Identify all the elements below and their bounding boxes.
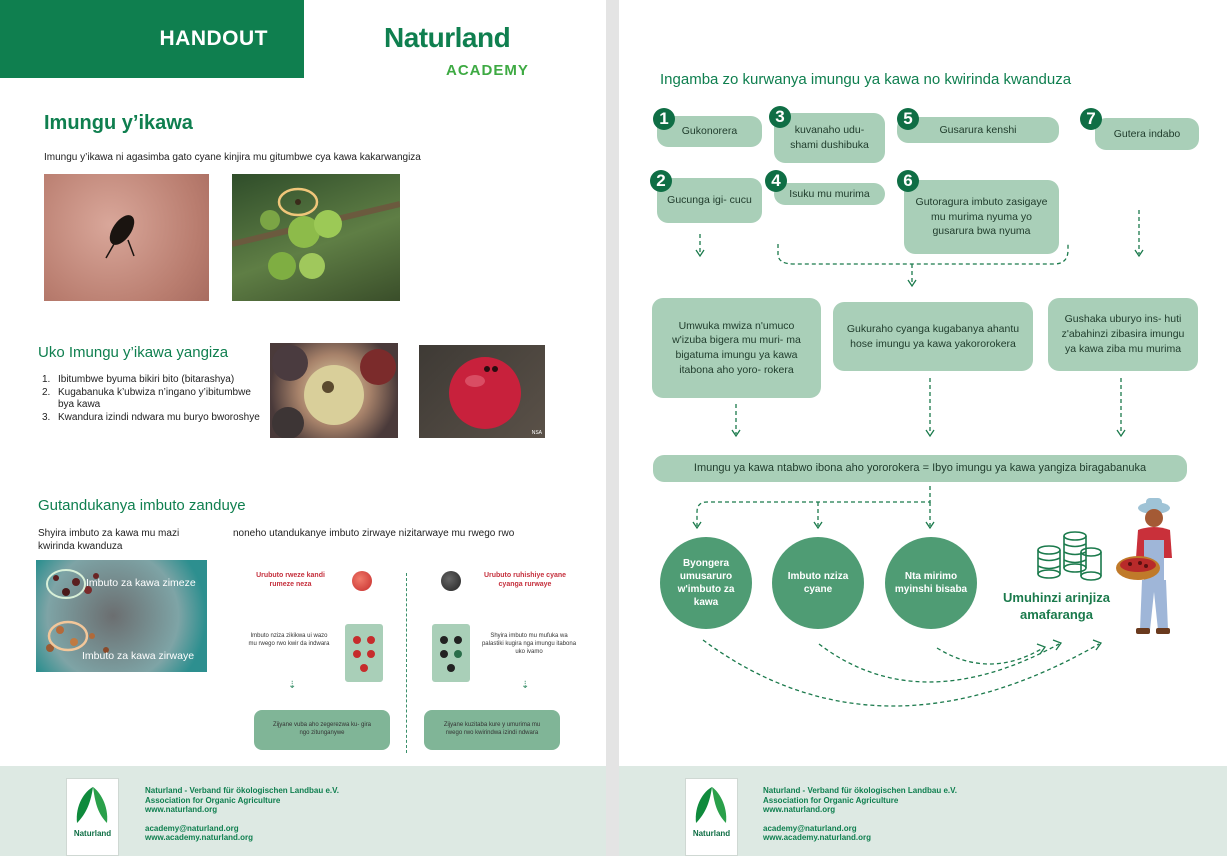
step-1-number: 1 xyxy=(653,108,675,130)
bad-cherry-description: Shyira imbuto mu mufuka wa palastiki kug… xyxy=(481,633,577,655)
damaged-cherries-photo xyxy=(270,343,398,438)
damage-section-title: Uko Imungu y’ikawa yangiza xyxy=(38,344,229,361)
good-cherry-title: Urubuto rweze kandi rumeze neza xyxy=(256,572,325,589)
photo-credit: NSA xyxy=(531,430,542,436)
good-arrow-icon: ⇣ xyxy=(288,680,297,691)
red-cherry-illustration xyxy=(449,357,521,429)
step-4-box: Isuku mu murima xyxy=(774,183,885,205)
footer-website-link[interactable]: www.naturland.org xyxy=(145,805,218,815)
bad-sack-beans xyxy=(440,636,462,672)
bad-arrow-icon: ⇣ xyxy=(521,680,530,691)
summary-box: Imungu ya kawa ntabwo ibona aho yororoke… xyxy=(653,455,1187,482)
step-3-box: kuvanaho udu- shami dushibuka xyxy=(774,113,885,163)
sort-instruction-left: Shyira imbuto za kawa mu mazi kwirinda k… xyxy=(38,528,180,552)
red-cherry-photo: NSA xyxy=(419,345,545,438)
infested-beans-label: Imbuto za kawa zirwaye xyxy=(82,650,195,662)
farmer-icon xyxy=(1116,498,1172,634)
leaf-icon xyxy=(71,783,114,827)
outcome-labor-circle: Nta mirimo myinshi bisaba xyxy=(885,537,977,629)
step-2-number: 2 xyxy=(650,170,672,192)
step-5-box: Gusarura kenshi xyxy=(897,117,1059,143)
flow-connectors xyxy=(692,210,1144,707)
logo-text: Naturland xyxy=(692,829,731,838)
step-5-number: 5 xyxy=(897,108,919,130)
bad-cherry-title: Urubuto ruhishiye cyane cyanga rurwaye xyxy=(483,572,567,589)
footer-academy-link[interactable]: www.academy.naturland.org xyxy=(145,833,254,843)
outcome-yield-circle: Byongera umusaruro w'imbuto za kawa xyxy=(660,537,752,629)
leaf-icon xyxy=(690,783,733,827)
water-basin-illustration xyxy=(46,569,109,653)
sort-section-title: Gutandukanya imbuto zanduye xyxy=(38,497,246,514)
list-item: 3.Kwandura izindi ndwara mu buryo bworos… xyxy=(42,411,260,423)
footer-org-en: Association for Organic Agriculture xyxy=(145,795,281,805)
list-item: 2.Kugabanuka k’ubwiza n’ingano y’ibitumb… xyxy=(42,386,251,411)
footer-org-en: Association for Organic Agriculture xyxy=(763,795,899,805)
strategy-title: Ingamba zo kurwanya imungu ya kawa no kw… xyxy=(660,71,1072,88)
list-item: 1.Ibitumbwe byuma bikiri bito (bitarashy… xyxy=(42,374,235,385)
damaged-cherry-illustration xyxy=(272,345,396,438)
cherry-branch-photo xyxy=(232,174,400,301)
beetle-photo xyxy=(44,174,209,301)
step-3-number: 3 xyxy=(769,106,791,128)
academy-label: ACADEMY xyxy=(446,62,529,79)
step-1-box: Gukonorera xyxy=(657,116,762,147)
cherry-branch-illustration xyxy=(232,187,400,280)
bad-result-box: Zijyane kuzitaba kure y umurima mu rwego… xyxy=(424,710,560,750)
coins-icon xyxy=(1037,531,1102,581)
step-7-box: Gutera indabo xyxy=(1095,118,1199,150)
good-sack-icon xyxy=(345,624,383,682)
water-basin-photo: Imbuto za kawa zimeze Imbuto za kawa zir… xyxy=(36,560,207,672)
sort-instruction-right: noneho utandukanye imbuto zirwaye nizita… xyxy=(233,528,515,539)
sorting-divider xyxy=(406,573,407,753)
beetle-illustration xyxy=(105,215,135,259)
handout-page-1: HANDOUT Naturland ACADEMY Imungu y’ikawa… xyxy=(0,0,606,856)
footer-academy-link[interactable]: www.academy.naturland.org xyxy=(763,833,872,843)
footer-contact: Naturland - Verband für ökologischen Lan… xyxy=(763,786,957,843)
handout-label: HANDOUT xyxy=(159,27,268,50)
step-4-number: 4 xyxy=(765,170,787,192)
intro-text: Imungu y’ikawa ni agasimba gato cyane ki… xyxy=(44,152,421,163)
footer-contact: Naturland - Verband für ökologischen Lan… xyxy=(145,786,339,843)
healthy-beans-label: Imbuto za kawa zimeze xyxy=(86,577,196,589)
naturland-logo: Naturland xyxy=(685,778,738,856)
step-2-box: Gucunga igi- cucu xyxy=(657,178,762,223)
good-cherry-icon xyxy=(352,571,372,591)
footer-org: Naturland - Verband für ökologischen Lan… xyxy=(763,786,957,795)
damage-list: 1.Ibitumbwe byuma bikiri bito (bitarashy… xyxy=(40,374,265,424)
footer-email-link[interactable]: academy@naturland.org xyxy=(763,823,857,833)
good-cherry-description: Imbuto nziza zikikwa ui wazo mu rwego rw… xyxy=(248,633,330,647)
effect-habitat-box: Gukuraho cyanga kugabanya ahantu hose im… xyxy=(833,302,1033,371)
good-sack-beans xyxy=(353,636,375,672)
effect-allies-box: Gushaka uburyo ins- huti z'abahinzi ziba… xyxy=(1048,298,1198,371)
farmer-income-label: Umuhinzi arinjiza amafaranga xyxy=(1003,590,1110,622)
step-6-box: Gutoragura imbuto zasigaye mu murima nyu… xyxy=(904,180,1059,254)
footer-website-link[interactable]: www.naturland.org xyxy=(763,805,836,815)
step-6-number: 6 xyxy=(897,170,919,192)
logo-text: Naturland xyxy=(73,829,112,838)
effect-airflow-box: Umwuka mwiza n'umuco w'izuba bigera mu m… xyxy=(652,298,821,398)
footer-email-link[interactable]: academy@naturland.org xyxy=(145,823,239,833)
naturland-logo: Naturland xyxy=(66,778,119,856)
handout-page-2: Ingamba zo kurwanya imungu ya kawa no kw… xyxy=(619,0,1227,856)
outcome-quality-circle: Imbuto nziza cyane xyxy=(772,537,864,629)
handout-banner xyxy=(0,0,304,78)
brand-logo-text: Naturland xyxy=(384,22,511,53)
good-result-box: Zijyane vuba aho zegerezwa ku- gira ngo … xyxy=(254,710,390,750)
page-title: Imungu y’ikawa xyxy=(44,112,193,134)
footer-org: Naturland - Verband für ökologischen Lan… xyxy=(145,786,339,795)
step-7-number: 7 xyxy=(1080,108,1102,130)
bad-sack-icon xyxy=(432,624,470,682)
bad-cherry-icon xyxy=(441,571,461,591)
